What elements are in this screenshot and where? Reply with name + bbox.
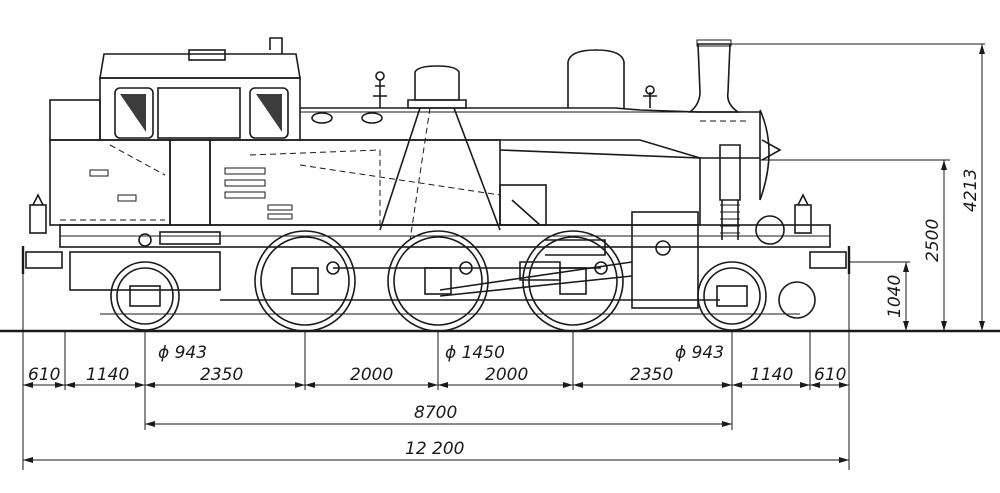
dim-buffer-height: 1040 — [885, 275, 905, 318]
vertical-dimension-lines — [903, 44, 985, 331]
coupling-rods — [333, 239, 633, 297]
horizontal-dimension-lines — [23, 382, 849, 463]
dim-wheelbase: 8700 — [414, 403, 457, 423]
driving-wheel-diameter-label: ϕ 1450 — [445, 343, 505, 363]
dim-overhang-front: 610 — [814, 365, 846, 385]
dim-boiler-height: 2500 — [923, 219, 943, 262]
trailing-wheel-diameter-label: ϕ 943 — [675, 343, 724, 363]
dim-third-to-leading: 2350 — [630, 365, 673, 385]
dim-second-to-third: 2000 — [485, 365, 528, 385]
dim-trailing-to-first: 2350 — [200, 365, 243, 385]
dim-total-height: 4213 — [961, 169, 981, 212]
trailing-wheel — [110, 261, 180, 331]
dim-total-length: 12 200 — [405, 439, 464, 459]
dim-rear-to-trailing: 1140 — [86, 365, 129, 385]
leading-wheel — [697, 261, 767, 331]
leading-wheel-diameter-label: ϕ 943 — [158, 343, 207, 363]
driving-wheel-3 — [522, 230, 624, 332]
dim-leading-to-front: 1140 — [750, 365, 793, 385]
dim-overhang-rear: 610 — [28, 365, 60, 385]
dim-first-to-second: 2000 — [350, 365, 393, 385]
driving-wheel-1 — [254, 230, 356, 332]
locomotive-body — [21, 37, 851, 315]
pony-wheel — [778, 281, 816, 319]
extension-lines — [22, 43, 985, 470]
driving-wheel-2 — [387, 230, 489, 332]
